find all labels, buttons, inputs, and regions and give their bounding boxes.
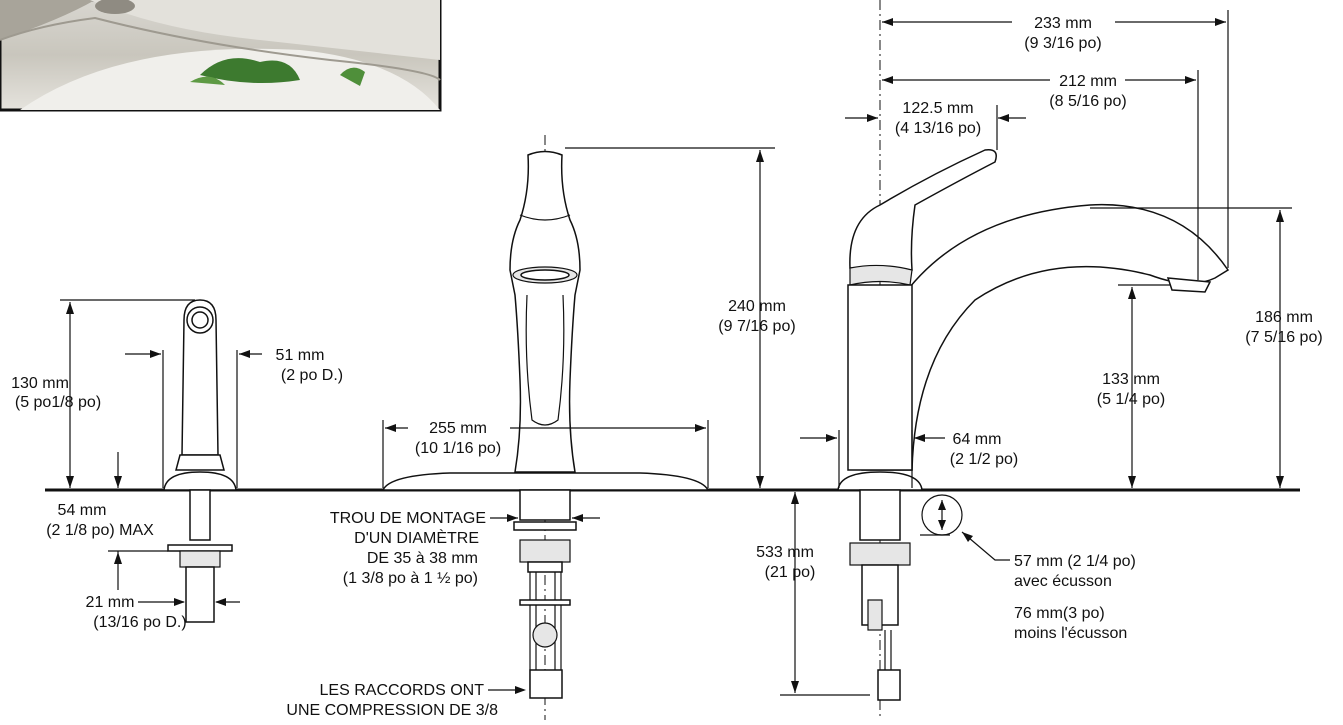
label-base-64-in: (2 1/2 po) xyxy=(950,451,1018,468)
kitchen-sink-photo xyxy=(0,0,442,112)
label-deck-with-2: avec écusson xyxy=(1014,573,1112,590)
label-spout-height-mm: 240 mm xyxy=(728,298,786,315)
label-sprayer-height-mm: 130 mm xyxy=(11,375,69,392)
label-handle-122-mm: 122.5 mm xyxy=(902,100,973,117)
label-below-533-in: (21 po) xyxy=(765,564,816,581)
label-handle-122-in: (4 13/16 po) xyxy=(895,120,981,137)
label-deck-without-1: 76 mm(3 po) xyxy=(1014,605,1105,622)
label-deckplate-width-in: (10 1/16 po) xyxy=(415,440,501,457)
faucet-side-drawing xyxy=(837,0,1230,720)
label-base-64-mm: 64 mm xyxy=(953,431,1002,448)
label-sprayer-thickness-mm: 54 mm xyxy=(58,502,107,519)
label-sprayer-width-in: (2 po D.) xyxy=(281,367,343,384)
label-sprayer-hole-mm: 21 mm xyxy=(86,594,135,611)
label-deck-with-1: 57 mm (2 1/4 po) xyxy=(1014,553,1136,570)
label-sprayer-height-in: (5 po1/8 po) xyxy=(15,394,101,411)
label-height-133-mm: 133 mm xyxy=(1102,371,1160,388)
label-connections-1: LES RACCORDS ONT xyxy=(320,682,485,699)
label-spout-height-in: (9 7/16 po) xyxy=(718,318,795,335)
label-deck-without-2: moins l'écusson xyxy=(1014,625,1127,642)
label-sprayer-thickness-in: (2 1/8 po) MAX xyxy=(46,522,154,539)
label-below-533-mm: 533 mm xyxy=(756,544,814,561)
label-height-133-in: (5 1/4 po) xyxy=(1097,391,1165,408)
label-reach-233-mm: 233 mm xyxy=(1034,15,1092,32)
label-reach-233-in: (9 3/16 po) xyxy=(1024,35,1101,52)
label-sprayer-hole-in: (13/16 po D.) xyxy=(93,614,186,631)
label-mount-hole-1: TROU DE MONTAGE xyxy=(330,510,486,527)
label-connections-2: UNE COMPRESSION DE 3/8 xyxy=(286,702,498,719)
label-height-186-mm: 186 mm xyxy=(1255,309,1313,326)
side-sprayer-drawing xyxy=(163,299,237,623)
dimension-arrows xyxy=(60,299,262,606)
label-sprayer-width-mm: 51 mm xyxy=(276,347,325,364)
label-mount-hole-4: (1 3/8 po à 1 ½ po) xyxy=(343,570,478,587)
dimension-arrows xyxy=(382,147,775,694)
label-mount-hole-3: DE 35 à 38 mm xyxy=(367,550,478,567)
dimension-labels: 130 mm (5 po1/8 po) 51 mm (2 po D.) 54 m… xyxy=(11,15,1323,719)
label-reach-212-in: (8 5/16 po) xyxy=(1049,93,1126,110)
label-reach-212-mm: 212 mm xyxy=(1059,73,1117,90)
label-mount-hole-2: D'UN DIAMÈTRE xyxy=(354,528,479,547)
dimension-arrows xyxy=(780,10,1292,696)
label-height-186-in: (7 5/16 po) xyxy=(1245,329,1322,346)
faucet-front-drawing xyxy=(381,135,710,720)
label-deckplate-width-mm: 255 mm xyxy=(429,420,487,437)
